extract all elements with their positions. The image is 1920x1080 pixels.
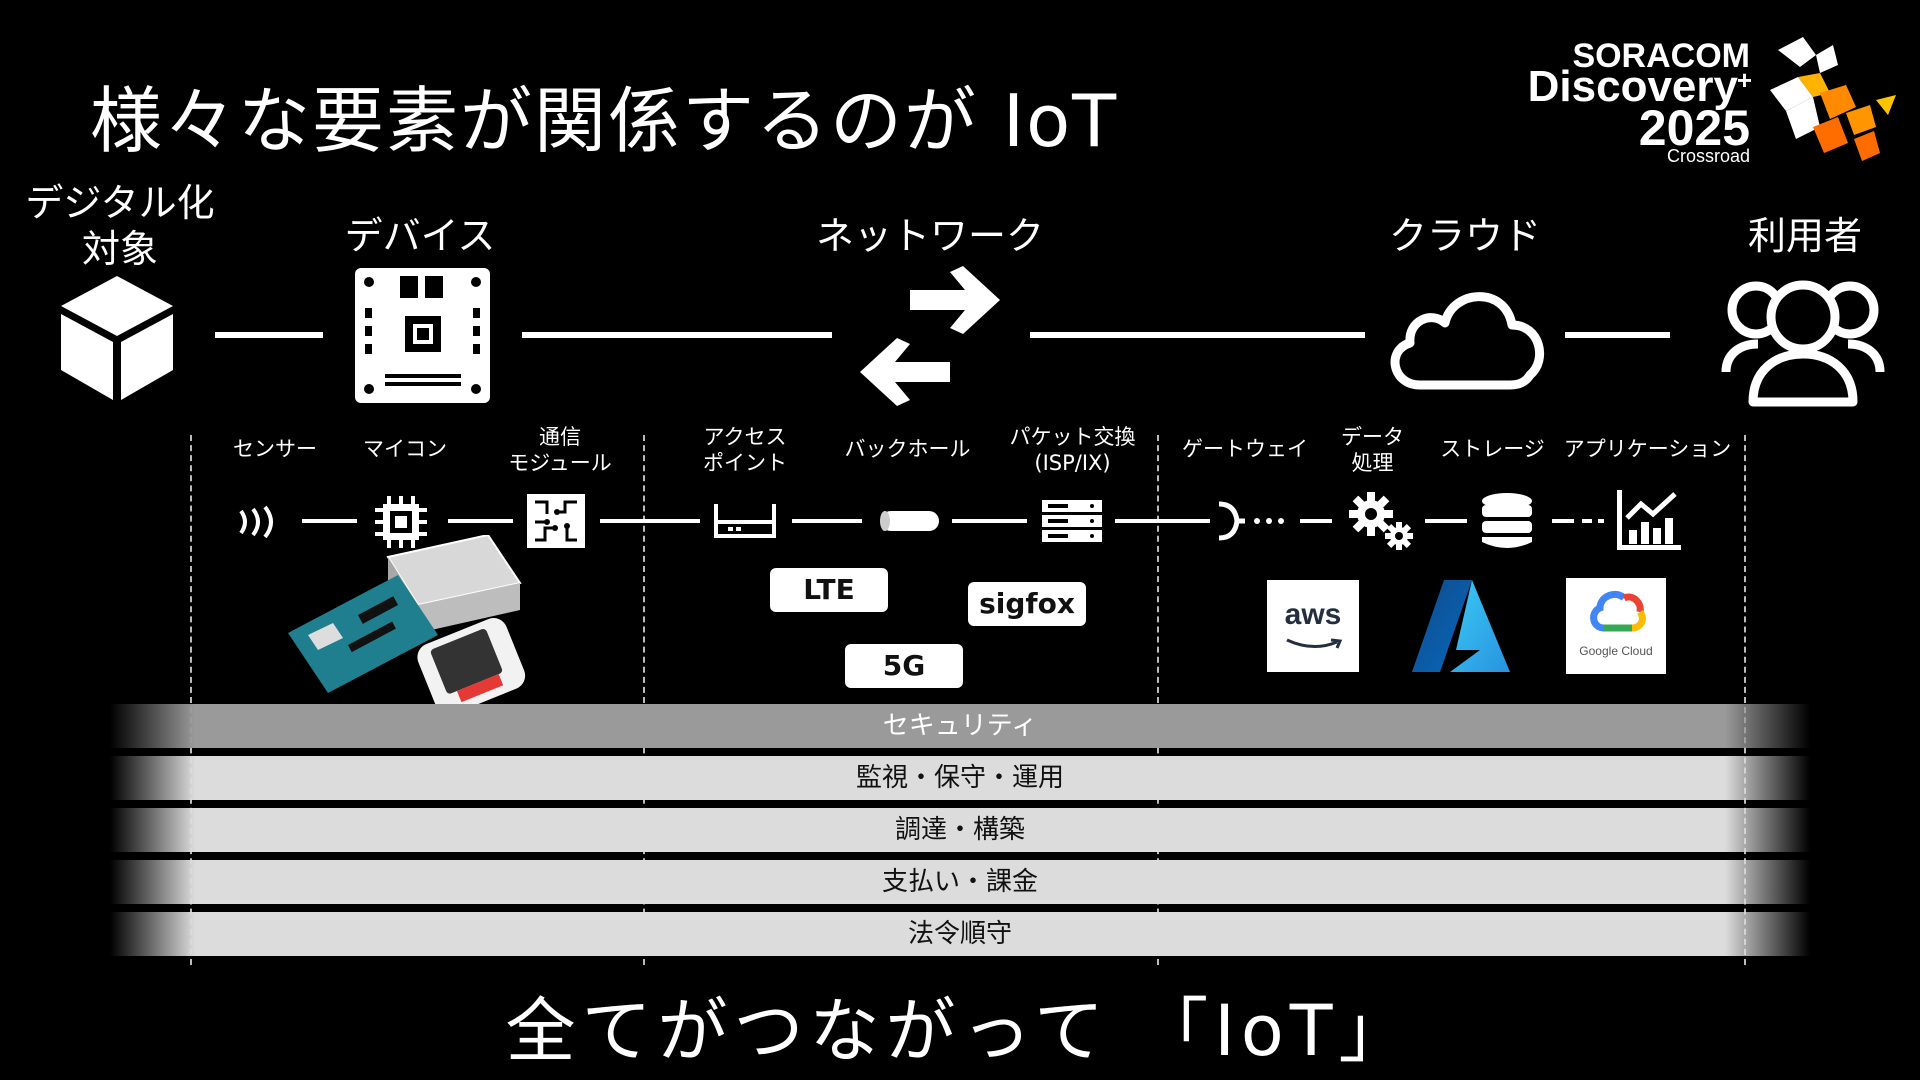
aws-logo: aws [1267,580,1359,672]
label-gateway: ゲートウェイ [1182,437,1308,461]
category-device: デバイス [344,214,496,258]
connector-line [1115,519,1210,523]
connector-line [1425,519,1467,523]
category-network: ネットワーク [815,214,1044,258]
logo-mark-icon [1770,37,1896,161]
aws-logo-text: aws [1284,598,1342,631]
category-users: 利用者 [1747,214,1862,258]
category-target: デジタル化 対象 [25,181,215,271]
google-cloud-logo: Google Cloud [1566,578,1666,674]
band-compliance: 法令順守 [110,912,1810,956]
label-sensor: センサー [233,437,317,461]
connector-line [600,519,700,523]
data-processing-gears-icon [1349,492,1413,550]
connector-line [1300,519,1332,523]
logo-line4: Crossroad [1666,146,1750,166]
band-procurement: 調達・構築 [110,808,1810,852]
exchange-arrows-icon [860,266,1000,406]
logo-line3: 2025 [1638,100,1750,156]
section-divider [1744,435,1746,965]
connector-line [1552,519,1574,523]
sensor-waves-icon [239,505,273,539]
connector-line [522,332,832,338]
logo-plus: + [1736,65,1752,95]
5g-badge: 5G [845,644,963,688]
access-point-icon [714,504,776,538]
aws-smile-icon [1286,638,1343,649]
cube-icon [61,276,173,400]
azure-logo-icon [1412,580,1510,672]
section-divider [1157,435,1159,965]
band-security: セキュリティ [110,704,1810,748]
soracom-discovery-logo: SORACOM Discovery + 2025 Crossroad [1490,35,1900,175]
section-divider [643,435,645,965]
band-billing: 支払い・課金 [110,860,1810,904]
application-chart-icon [1617,490,1681,550]
logo-line1: SORACOM [1572,37,1750,75]
connector-line [1030,332,1365,338]
backhaul-cable-icon [880,511,939,531]
logo-line2: Discovery [1527,62,1738,111]
connector-line [952,519,1027,523]
label-application: アプリケーション [1563,437,1732,461]
label-data-processing: データ 処理 [1341,425,1404,475]
connector-line [1598,519,1604,523]
label-packet-exchange: パケット交換 (ISP/IX) [1009,425,1136,475]
device-hardware-image [288,535,526,715]
section-divider [190,435,192,965]
page-title: 様々な要素が関係するのが IoT [90,79,1119,163]
label-access-point: アクセス ポイント [703,425,787,475]
google-cloud-icon [1590,590,1646,632]
connector-line [302,519,357,523]
bottom-caption: 全てがつながって 「IoT」 [505,990,1415,1072]
server-rack-icon [1042,500,1102,542]
label-storage: ストレージ [1440,437,1545,461]
connector-line [1582,519,1592,523]
label-backhaul: バックホール [844,437,971,461]
storage-database-icon [1482,493,1532,548]
connector-line [448,519,513,523]
label-mcu: マイコン [363,437,447,461]
comm-module-icon [527,494,585,548]
cloud-icon [1390,292,1545,390]
connector-line [1565,332,1670,338]
device-board-icon [355,268,490,403]
connector-line [792,519,862,523]
category-cloud: クラウド [1388,214,1541,258]
band-monitoring: 監視・保守・運用 [110,756,1810,800]
lte-badge: LTE [770,568,888,612]
label-comm-module: 通信 モジュール [508,425,612,475]
gateway-icon [1218,501,1284,541]
users-icon [1721,280,1885,407]
connector-line [215,332,323,338]
mcu-chip-icon [375,496,427,548]
google-cloud-logo-text: Google Cloud [1579,644,1653,658]
sigfox-badge: sigfox [968,582,1086,626]
